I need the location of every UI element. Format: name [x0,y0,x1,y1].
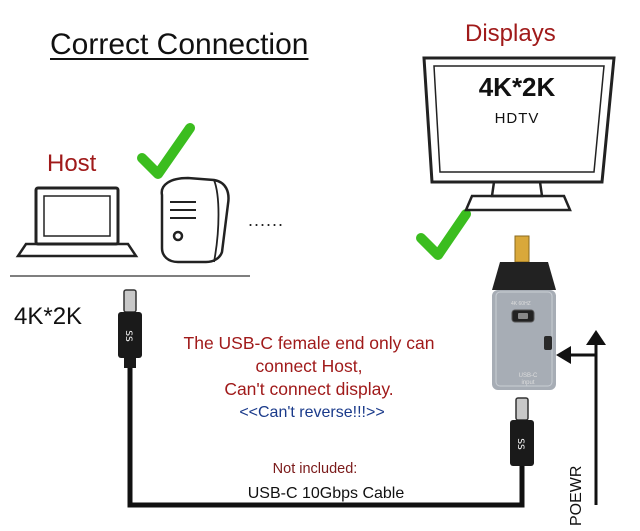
page-title: Correct Connection [50,28,309,61]
note-line: connect Host, [255,356,363,376]
adapter-input-line: input [521,380,535,386]
power-label: POEWR [568,465,585,526]
note-line: Can't connect display. [224,379,394,399]
usb-c-cable: SS SS [118,289,534,508]
monitor-subtitle: HDTV [494,110,540,127]
svg-text:SS: SS [123,330,133,342]
cable-label: USB-C 10Gbps Cable [247,485,405,502]
not-included-note: Not included: [272,461,358,477]
displays-label: Displays [465,20,556,47]
adapter-port-label: 4K 60HZ [511,301,531,307]
host-label: Host [47,150,97,177]
reverse-warning: <<Can't reverse!!!>> [239,404,385,421]
svg-text:SS: SS [515,438,525,450]
laptop-icon [15,186,139,258]
desktop-tower-icon [160,176,230,264]
source-resolution: 4K*2K [14,303,83,330]
connection-note: The USB-C female end only can connect Ho… [150,332,468,401]
note-line: The USB-C female end only can [183,333,435,353]
check-icon [137,123,195,179]
power-arrow-icon [556,330,606,505]
more-hosts-ellipsis: ...... [248,210,285,230]
monitor-resolution: 4K*2K [478,72,556,102]
adapter-input-line: USB-C [518,373,538,379]
check-icon [416,209,471,260]
monitor-icon [422,56,616,212]
adapter-input-label: USB-C input [510,373,546,387]
usb-c-adapter-icon [492,235,556,390]
